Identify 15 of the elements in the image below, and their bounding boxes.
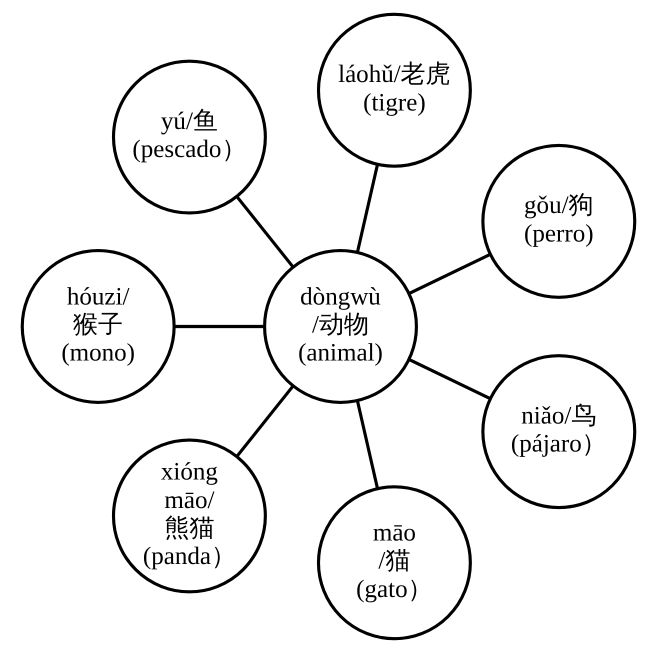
node-circle: gǒu/狗 (perro) [481, 144, 636, 299]
node-circle: dòngwù /动物 (animal) [263, 249, 418, 404]
connector [356, 164, 379, 253]
node-circle: láohǔ/老虎 (tigre) [316, 12, 472, 168]
connector [356, 400, 379, 489]
node-circle: yú/鱼 (pescado） [112, 60, 267, 215]
node-circle: māo /猫 (gato） [316, 485, 472, 640]
node-circle: xióng māo/ 熊猫 (panda） [112, 438, 267, 594]
node-circle: hóuzi/ 猴子 (mono) [20, 249, 176, 404]
connector [174, 324, 264, 328]
node-circle: niǎo/鸟 (pájaro） [481, 354, 636, 510]
connector [408, 253, 491, 295]
connector [236, 384, 294, 458]
connector [408, 358, 491, 400]
connector [236, 196, 294, 268]
